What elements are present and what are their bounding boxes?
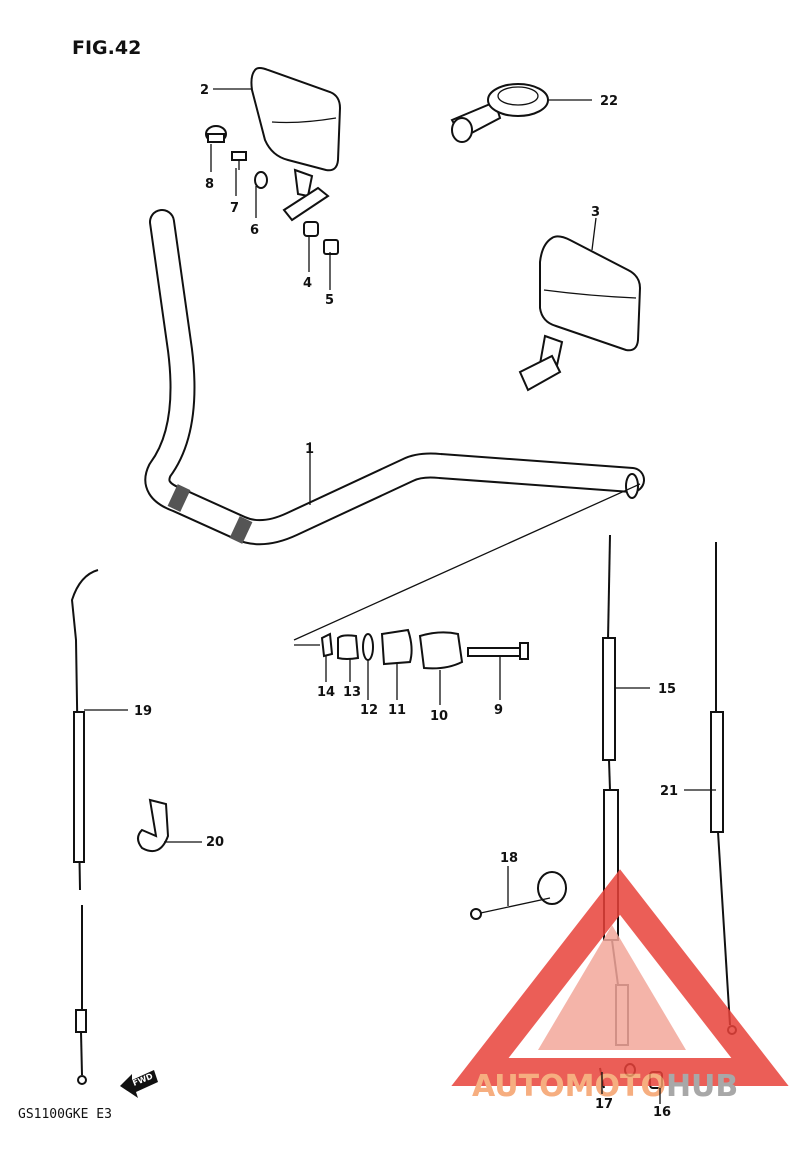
callout-13: 13 [343, 685, 361, 700]
bar-end-assembly [294, 628, 529, 670]
spring-pin [470, 871, 567, 920]
watermark-text: AUTOMOTOHUB [472, 1069, 738, 1104]
callout-17: 17 [595, 1097, 613, 1112]
callout-22: 22 [600, 94, 618, 109]
callout-4: 4 [303, 276, 312, 291]
callout-21: 21 [660, 784, 678, 799]
callout-20: 20 [206, 835, 224, 850]
callout-14: 14 [317, 685, 335, 700]
model-code: GS1100GKE E3 [18, 1107, 112, 1122]
callout-16: 16 [653, 1105, 671, 1120]
leader-bar-end [293, 483, 641, 641]
cable-clamp [137, 798, 170, 852]
callout-7: 7 [230, 201, 239, 216]
right-mirror [518, 235, 642, 392]
throttle-housing [450, 83, 549, 143]
callout-15: 15 [658, 682, 676, 697]
callout-2: 2 [200, 83, 209, 98]
callout-3: 3 [591, 205, 600, 220]
cable-21 [710, 542, 737, 1035]
callout-9: 9 [494, 703, 503, 718]
part-4-spacer [303, 221, 319, 237]
callout-18: 18 [500, 851, 518, 866]
left-mirror [250, 67, 342, 222]
part-5-nut [323, 239, 339, 255]
part-6-washer [254, 171, 268, 189]
part-7-bolt [231, 151, 247, 170]
callout-5: 5 [325, 293, 334, 308]
callout-10: 10 [430, 709, 448, 724]
callout-11: 11 [388, 703, 406, 718]
callout-6: 6 [250, 223, 259, 238]
part-8-cap [205, 125, 227, 143]
figure-title: FIG.42 [72, 37, 141, 59]
callout-8: 8 [205, 177, 214, 192]
leader-lines [84, 88, 716, 1104]
callout-12: 12 [360, 703, 378, 718]
handlebar [144, 209, 645, 546]
forward-arrow: FWD [120, 1070, 158, 1098]
throttle-cable [70, 569, 99, 1085]
callout-1: 1 [305, 442, 314, 457]
watermark: AUTOMOTOHUB [451, 869, 789, 1104]
callout-19: 19 [134, 704, 152, 719]
